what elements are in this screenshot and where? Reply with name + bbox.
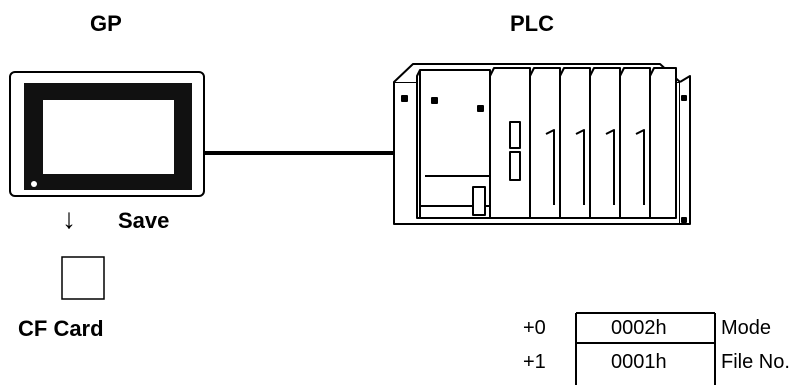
memory-table-grid	[575, 312, 716, 385]
cf-card-label: CF Card	[18, 316, 104, 341]
row-value-1: 0001h	[611, 351, 667, 373]
plc-label: PLC	[510, 11, 554, 36]
row-offset-0: +0	[523, 317, 546, 339]
gp-panel	[9, 71, 205, 197]
plc-rack	[393, 63, 691, 225]
cf-card-icon	[61, 256, 105, 300]
row-value-0: 0002h	[611, 317, 667, 339]
row-name-0: Mode	[721, 317, 772, 339]
row-name-1: File No.	[721, 351, 790, 373]
row-offset-1: +1	[523, 351, 546, 373]
gp-label: GP	[90, 11, 122, 36]
down-arrow-icon: ↓	[62, 203, 76, 234]
save-label: Save	[118, 208, 170, 233]
